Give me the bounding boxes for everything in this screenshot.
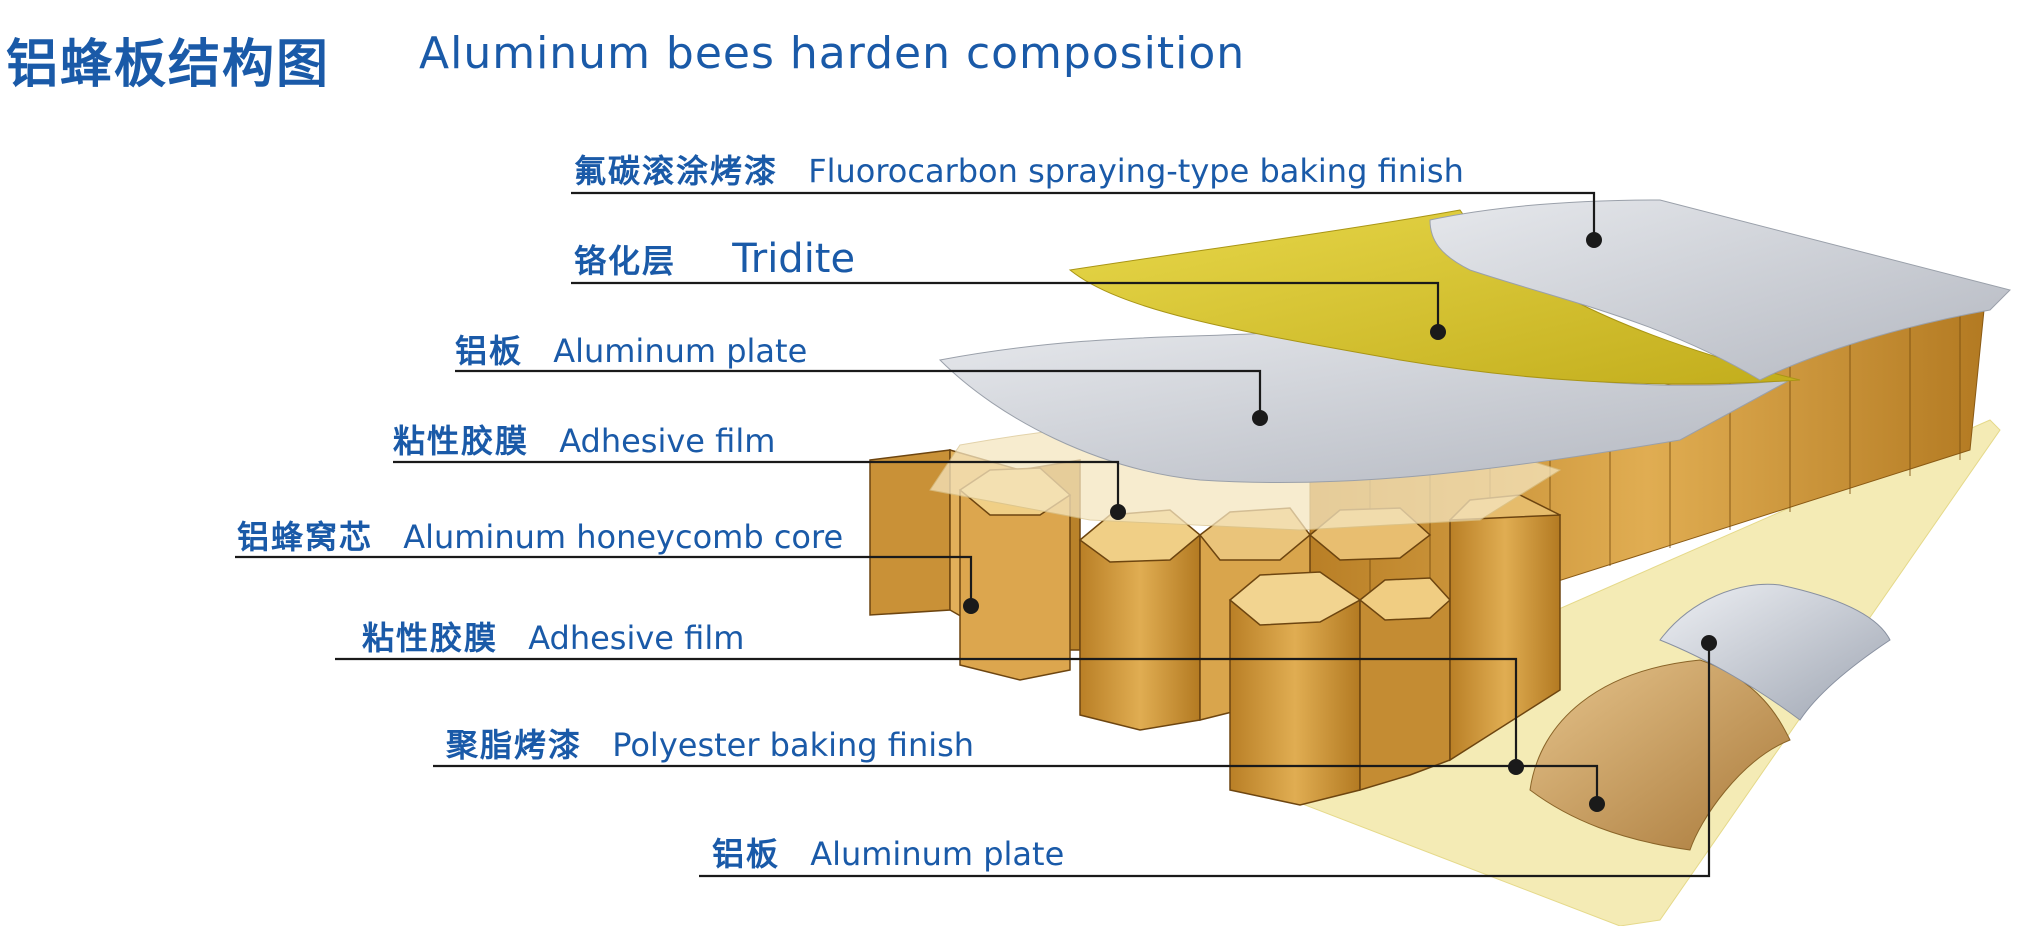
- label-polyester: 聚脂烤漆 Polyester baking finish: [446, 720, 974, 766]
- label-adhesive-top-cn: 粘性胶膜: [393, 422, 529, 460]
- label-adhesive-bottom-cn: 粘性胶膜: [362, 619, 498, 657]
- label-tridite: 铬化层 Tridite: [574, 236, 855, 282]
- label-adhesive-top: 粘性胶膜 Adhesive film: [393, 416, 775, 462]
- label-aluminum-plate-top-cn: 铝板: [455, 332, 523, 370]
- leader-honeycomb: [235, 557, 971, 606]
- label-honeycomb-core: 铝蜂窝芯 Aluminum honeycomb core: [237, 512, 843, 558]
- label-polyester-cn: 聚脂烤漆: [446, 726, 582, 764]
- label-tridite-en: Tridite: [732, 236, 855, 282]
- label-adhesive-top-en: Adhesive film: [559, 422, 775, 460]
- label-aluminum-plate-bottom: 铝板 Aluminum plate: [712, 829, 1064, 875]
- label-fluorocarbon: 氟碳滚涂烤漆 Fluorocarbon spraying-type baking…: [574, 146, 1464, 192]
- label-fluorocarbon-en: Fluorocarbon spraying-type baking finish: [808, 152, 1464, 190]
- label-aluminum-plate-top: 铝板 Aluminum plate: [455, 326, 807, 372]
- label-aluminum-plate-top-en: Aluminum plate: [553, 332, 807, 370]
- label-honeycomb-core-en: Aluminum honeycomb core: [403, 518, 843, 556]
- label-aluminum-plate-bottom-en: Aluminum plate: [810, 835, 1064, 873]
- label-polyester-en: Polyester baking finish: [612, 726, 974, 764]
- label-fluorocarbon-cn: 氟碳滚涂烤漆: [574, 152, 778, 190]
- label-tridite-cn: 铬化层: [574, 242, 676, 280]
- title-english: Aluminum bees harden composition: [419, 28, 1245, 79]
- label-honeycomb-core-cn: 铝蜂窝芯: [237, 518, 373, 556]
- title-chinese: 铝蜂板结构图: [6, 22, 330, 97]
- label-adhesive-bottom-en: Adhesive film: [528, 619, 744, 657]
- label-aluminum-plate-bottom-cn: 铝板: [712, 835, 780, 873]
- label-adhesive-bottom: 粘性胶膜 Adhesive film: [362, 613, 744, 659]
